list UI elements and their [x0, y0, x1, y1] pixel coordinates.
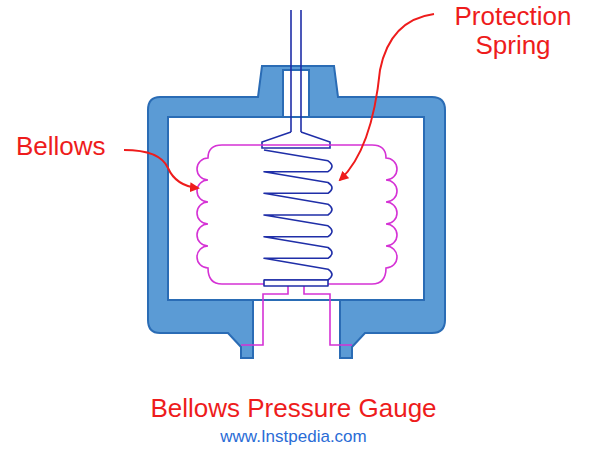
gauge-housing [148, 66, 445, 358]
protection-spring [264, 150, 332, 286]
watermark: www.Instpedia.com [0, 428, 589, 447]
stem-rod [262, 10, 330, 148]
bellows [197, 145, 397, 345]
part-label: Protection Spring [438, 2, 588, 59]
leader-line [124, 150, 198, 188]
part-label: Bellows [16, 132, 126, 161]
caption: Bellows Pressure Gauge [0, 394, 589, 423]
leader-line [340, 14, 434, 180]
